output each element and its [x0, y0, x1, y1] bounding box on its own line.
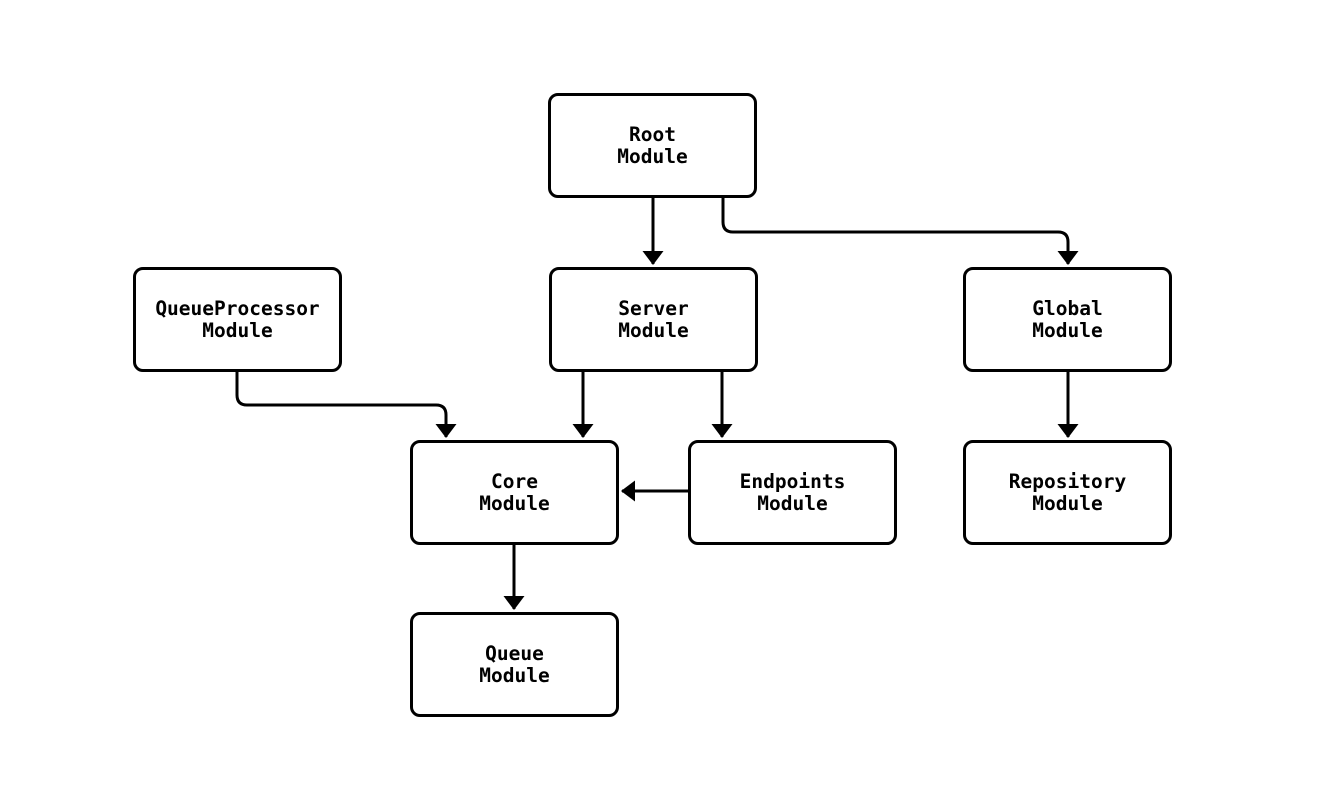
- node-core-module: Core Module: [410, 440, 619, 545]
- node-label-line1: Queue: [485, 641, 544, 665]
- node-server-module: Server Module: [549, 267, 758, 372]
- node-label-line2: Module: [618, 318, 689, 342]
- node-root-module: Root Module: [548, 93, 757, 198]
- node-label-line2: Module: [1032, 491, 1103, 515]
- node-label-line2: Module: [757, 491, 828, 515]
- node-label-line1: Core: [491, 469, 538, 493]
- node-label-line2: Module: [202, 318, 273, 342]
- node-queueprocessor-module: QueueProcessor Module: [133, 267, 342, 372]
- node-label-line1: Server: [618, 296, 689, 320]
- node-label-line1: Repository: [1008, 469, 1127, 493]
- node-label-line1: QueueProcessor: [155, 296, 320, 320]
- node-label-line2: Module: [1032, 318, 1103, 342]
- node-endpoints-module: Endpoints Module: [688, 440, 897, 545]
- node-global-module: Global Module: [963, 267, 1172, 372]
- node-label-line1: Endpoints: [739, 469, 846, 493]
- edge-root-to-global: [721, 198, 1079, 265]
- node-label-line2: Module: [479, 491, 550, 515]
- node-label-line1: Global: [1032, 296, 1103, 320]
- node-queue-module: Queue Module: [410, 612, 619, 717]
- node-label-line2: Module: [479, 663, 550, 687]
- node-repository-module: Repository Module: [963, 440, 1172, 545]
- node-label-line2: Module: [617, 144, 688, 168]
- edge-queueprocessor-to-core: [235, 372, 457, 438]
- node-label-line1: Root: [629, 122, 676, 146]
